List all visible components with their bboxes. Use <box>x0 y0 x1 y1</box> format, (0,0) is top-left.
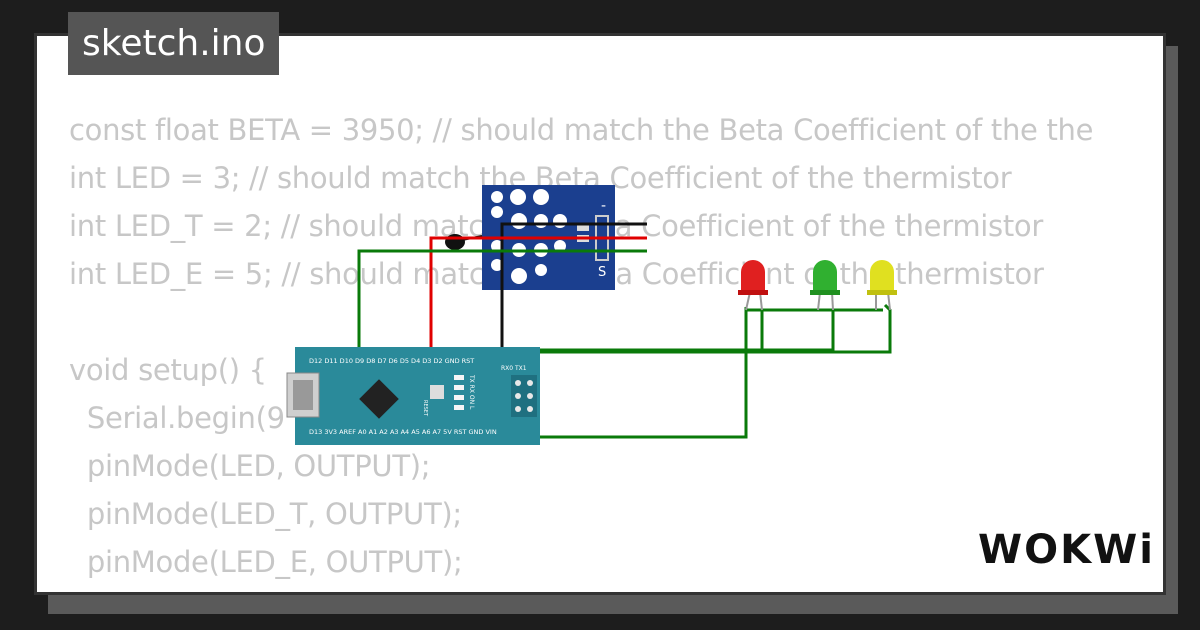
arduino-nano-board[interactable]: D12 D11 D10 D9 D8 D7 D6 D5 D4 D3 D2 GND … <box>286 347 540 445</box>
led-yellow[interactable] <box>867 260 897 311</box>
code-background: const float BETA = 3950; // should match… <box>69 106 1094 592</box>
arduino-bottom-pins: D13 3V3 AREF A0 A1 A2 A3 A4 A5 A6 A7 5V … <box>309 428 497 436</box>
code-line: pinMode(LED, OUTPUT); <box>69 449 431 483</box>
sensor-minus-label: - <box>601 198 606 214</box>
preview-card: const float BETA = 3950; // should match… <box>34 33 1166 595</box>
led-red[interactable] <box>738 260 768 311</box>
thermistor[interactable] <box>445 234 483 250</box>
code-line: Serial.begin(9 <box>69 401 285 435</box>
arduino-led-labels: TX RX ON L <box>468 374 475 410</box>
arduino-top-pins: D12 D11 D10 D9 D8 D7 D6 D5 D4 D3 D2 GND … <box>309 357 474 365</box>
file-tab[interactable]: sketch.ino <box>68 12 280 75</box>
arduino-rx-tx: RX0 TX1 <box>501 365 527 372</box>
code-line: pinMode(LED_E, OUTPUT); <box>69 545 463 579</box>
led-green[interactable] <box>810 260 840 311</box>
arduino-reset-label: RESET <box>422 400 428 417</box>
wokwi-logo: WOKWi <box>978 527 1155 573</box>
sensor-s-label: S <box>598 265 606 280</box>
code-line: const float BETA = 3950; // should match… <box>69 113 1094 147</box>
code-line: void setup() { <box>69 353 267 387</box>
code-line: pinMode(LED_T, OUTPUT); <box>69 497 462 531</box>
code-line: int LED = 3; // should match the Beta Co… <box>69 161 1012 195</box>
